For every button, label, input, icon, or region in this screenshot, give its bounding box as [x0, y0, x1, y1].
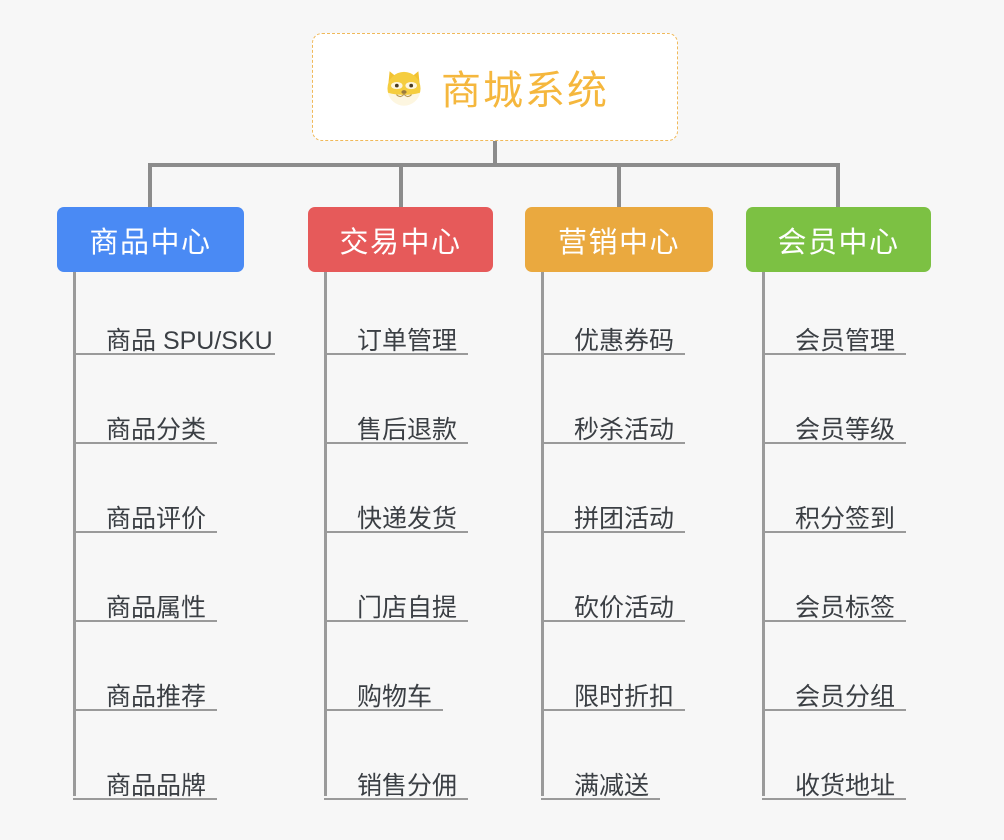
category-header-marketing-center[interactable]: 营销中心	[525, 207, 713, 272]
leaf-underline	[73, 442, 217, 444]
leaf-underline	[73, 620, 217, 622]
category-column-trade-center: 交易中心 订单管理 售后退款 快递发货 门店自提 购物车	[308, 207, 493, 822]
leaf-list-member-center: 会员管理 会员等级 积分签到 会员标签 会员分组 收货地址	[746, 272, 931, 806]
leaf-label: 售后退款	[357, 415, 458, 444]
category-label: 营销中心	[557, 226, 680, 259]
connector-drop-marketing-center	[617, 163, 621, 208]
leaf-item[interactable]: 积分签到	[746, 450, 931, 539]
leaf-item[interactable]: 会员管理	[746, 272, 931, 361]
leaf-item[interactable]: 售后退款	[308, 361, 493, 450]
leaf-label: 商品品牌	[106, 771, 207, 800]
leaf-underline	[73, 798, 217, 800]
leaf-item[interactable]: 砍价活动	[525, 539, 713, 628]
leaf-item[interactable]: 商品属性	[57, 539, 244, 628]
connector-drop-member-center	[836, 163, 840, 208]
leaf-underline	[541, 798, 660, 800]
leaf-item[interactable]: 商品推荐	[57, 628, 244, 717]
leaf-list-marketing-center: 优惠券码 秒杀活动 拼团活动 砍价活动 限时折扣 满减送	[525, 272, 713, 806]
leaf-label: 会员管理	[795, 326, 896, 355]
leaf-list-trade-center: 订单管理 售后退款 快递发货 门店自提 购物车 销售分佣	[308, 272, 493, 806]
leaf-underline	[324, 353, 468, 355]
leaf-item[interactable]: 购物车	[308, 628, 493, 717]
leaf-item[interactable]: 满减送	[525, 717, 713, 806]
leaf-item[interactable]: 订单管理	[308, 272, 493, 361]
leaf-label: 商品分类	[106, 415, 207, 444]
leaf-underline	[541, 353, 685, 355]
leaf-underline	[73, 531, 217, 533]
leaf-label: 砍价活动	[574, 593, 675, 622]
leaf-item[interactable]: 会员等级	[746, 361, 931, 450]
leaf-label: 商品评价	[106, 504, 207, 533]
root-title: 商城系统	[441, 69, 609, 113]
connector-root-stem	[493, 141, 497, 166]
leaf-label: 快递发货	[357, 504, 458, 533]
leaf-label: 秒杀活动	[574, 415, 675, 444]
category-header-trade-center[interactable]: 交易中心	[308, 207, 493, 272]
category-label: 交易中心	[339, 226, 462, 259]
leaf-underline	[324, 709, 443, 711]
leaf-label: 拼团活动	[574, 504, 675, 533]
leaf-item[interactable]: 销售分佣	[308, 717, 493, 806]
leaf-underline	[73, 353, 275, 355]
leaf-item[interactable]: 会员分组	[746, 628, 931, 717]
connector-drop-trade-center	[399, 163, 403, 208]
leaf-list-product-center: 商品 SPU/SKU 商品分类 商品评价 商品属性 商品推荐 商品品牌	[57, 272, 275, 806]
leaf-label: 购物车	[357, 682, 433, 711]
leaf-item[interactable]: 商品分类	[57, 361, 244, 450]
leaf-label: 商品 SPU/SKU	[106, 326, 273, 355]
leaf-item[interactable]: 收货地址	[746, 717, 931, 806]
leaf-label: 会员等级	[795, 415, 896, 444]
leaf-label: 订单管理	[357, 326, 458, 355]
connector-drop-product-center	[148, 163, 152, 208]
leaf-label: 满减送	[574, 771, 650, 800]
leaf-label: 收货地址	[795, 771, 896, 800]
leaf-underline	[762, 353, 906, 355]
leaf-item[interactable]: 优惠券码	[525, 272, 713, 361]
leaf-underline	[324, 442, 468, 444]
leaf-underline	[762, 442, 906, 444]
leaf-label: 优惠券码	[574, 326, 675, 355]
category-label: 商品中心	[89, 226, 212, 259]
category-header-member-center[interactable]: 会员中心	[746, 207, 931, 272]
leaf-underline	[324, 620, 468, 622]
leaf-item[interactable]: 商品品牌	[57, 717, 244, 806]
root-node-shop-system[interactable]: 商城系统	[312, 33, 678, 141]
leaf-label: 商品推荐	[106, 682, 207, 711]
category-column-member-center: 会员中心 会员管理 会员等级 积分签到 会员标签 会员分组	[746, 207, 931, 822]
leaf-item[interactable]: 限时折扣	[525, 628, 713, 717]
leaf-underline	[541, 531, 685, 533]
leaf-item[interactable]: 快递发货	[308, 450, 493, 539]
category-header-product-center[interactable]: 商品中心	[57, 207, 244, 272]
leaf-label: 限时折扣	[574, 682, 675, 711]
leaf-underline	[762, 531, 906, 533]
leaf-label: 积分签到	[795, 504, 896, 533]
leaf-item[interactable]: 商品 SPU/SKU	[57, 272, 275, 361]
leaf-label: 会员分组	[795, 682, 896, 711]
leaf-item[interactable]: 秒杀活动	[525, 361, 713, 450]
category-column-marketing-center: 营销中心 优惠券码 秒杀活动 拼团活动 砍价活动 限时折扣	[525, 207, 713, 822]
leaf-underline	[324, 798, 468, 800]
leaf-item[interactable]: 会员标签	[746, 539, 931, 628]
leaf-underline	[541, 620, 685, 622]
leaf-item[interactable]: 拼团活动	[525, 450, 713, 539]
shiba-dog-icon	[381, 64, 427, 110]
connector-horizontal-bus	[150, 163, 838, 167]
leaf-underline	[762, 798, 906, 800]
leaf-item[interactable]: 门店自提	[308, 539, 493, 628]
leaf-underline	[324, 531, 468, 533]
leaf-label: 会员标签	[795, 593, 896, 622]
category-column-product-center: 商品中心 商品 SPU/SKU 商品分类 商品评价 商品属性 商品推荐	[57, 207, 275, 822]
leaf-label: 门店自提	[357, 593, 458, 622]
category-label: 会员中心	[777, 226, 900, 259]
leaf-label: 销售分佣	[357, 771, 458, 800]
leaf-item[interactable]: 商品评价	[57, 450, 244, 539]
leaf-underline	[541, 442, 685, 444]
leaf-underline	[541, 709, 685, 711]
leaf-underline	[762, 620, 906, 622]
leaf-underline	[73, 709, 217, 711]
leaf-underline	[762, 709, 906, 711]
leaf-label: 商品属性	[106, 593, 207, 622]
